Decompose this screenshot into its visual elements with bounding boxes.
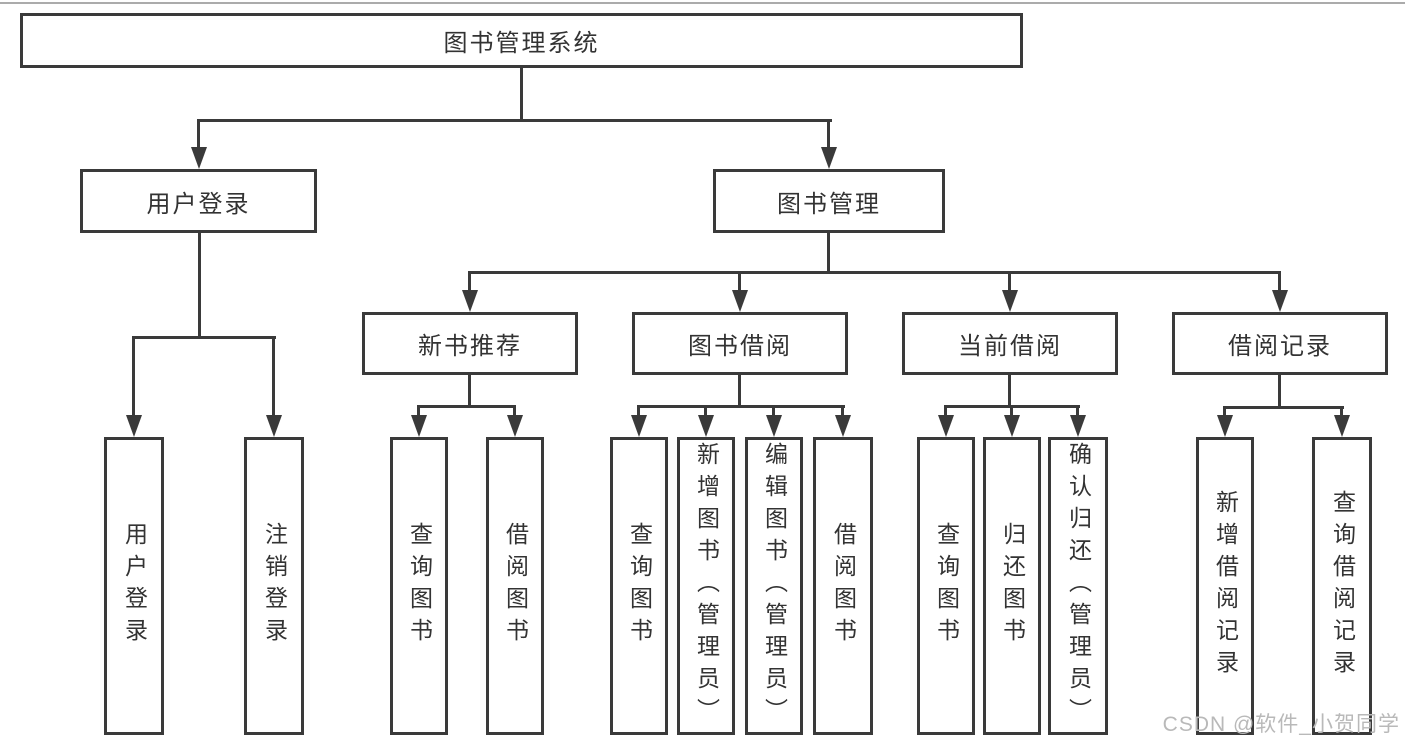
leaf-borrow-books-recommend: 借阅图书 (486, 437, 544, 735)
connector-line (637, 405, 640, 417)
arrow-down-icon (1217, 415, 1233, 437)
connector-line (637, 405, 845, 408)
arrow-down-icon (1002, 290, 1018, 312)
connector-line (1076, 405, 1079, 417)
connector-line (468, 271, 1281, 274)
node-book-management: 图书管理 (713, 169, 945, 233)
node-library-management-system: 图书管理系统 (20, 13, 1023, 68)
node-user-login: 用户登录 (80, 169, 317, 233)
connector-line (272, 336, 275, 418)
arrow-down-icon (631, 415, 647, 437)
connector-line (944, 405, 947, 417)
leaf-query-books-borrowing: 查询图书 (610, 437, 668, 735)
leaf-query-books-recommend: 查询图书 (390, 437, 448, 735)
leaf-query-borrow-record: 查询借阅记录 (1312, 437, 1372, 735)
node-borrowing-records: 借阅记录 (1172, 312, 1388, 375)
node-book-borrowing: 图书借阅 (632, 312, 848, 375)
leaf-user-login: 用户登录 (104, 437, 164, 735)
leaf-query-books-current: 查询图书 (917, 437, 975, 735)
arrow-down-icon (1004, 415, 1020, 437)
arrow-down-icon (698, 415, 714, 437)
leaf-edit-books-admin: 编辑图书（管理员） (745, 437, 803, 735)
arrow-down-icon (507, 415, 523, 437)
node-new-book-recommendation: 新书推荐 (362, 312, 578, 375)
connector-line (827, 119, 830, 151)
connector-line (468, 373, 471, 408)
connector-line (1340, 406, 1343, 417)
connector-line (197, 119, 200, 151)
connector-line (704, 405, 707, 417)
arrow-down-icon (462, 290, 478, 312)
arrow-down-icon (266, 415, 282, 437)
connector-line (1010, 405, 1013, 417)
arrow-down-icon (126, 415, 142, 437)
connector-line (1278, 271, 1281, 293)
connector-line (1278, 373, 1281, 409)
connector-line (417, 405, 516, 408)
arrow-down-icon (938, 415, 954, 437)
connector-line (841, 405, 844, 417)
arrow-down-icon (411, 415, 427, 437)
arrow-down-icon (821, 147, 837, 169)
leaf-borrow-books: 借阅图书 (813, 437, 873, 735)
connector-line (468, 271, 471, 293)
arrow-down-icon (766, 415, 782, 437)
connector-line (417, 405, 420, 417)
leaf-return-books: 归还图书 (983, 437, 1041, 735)
arrow-down-icon (1334, 415, 1350, 437)
connector-line (198, 231, 201, 338)
top-border-line (0, 2, 1405, 4)
leaf-logout: 注销登录 (244, 437, 304, 735)
connector-line (738, 271, 741, 293)
connector-line (1008, 271, 1011, 293)
arrow-down-icon (1070, 415, 1086, 437)
arrow-down-icon (732, 290, 748, 312)
connector-line (513, 405, 516, 417)
connector-line (827, 231, 830, 274)
csdn-watermark: CSDN @软件_小贺同学 (1162, 713, 1400, 736)
connector-line (738, 373, 741, 408)
connector-line (772, 405, 775, 417)
connector-line (520, 66, 523, 121)
connector-line (132, 336, 135, 418)
leaf-confirm-return-admin: 确认归还（管理员） (1048, 437, 1108, 735)
connector-line (1223, 406, 1344, 409)
leaf-add-books-admin: 新增图书（管理员） (677, 437, 735, 735)
connector-line (1008, 373, 1011, 408)
node-current-borrowing: 当前借阅 (902, 312, 1118, 375)
arrow-down-icon (835, 415, 851, 437)
leaf-add-borrow-record: 新增借阅记录 (1196, 437, 1254, 735)
arrow-down-icon (191, 147, 207, 169)
connector-line (1223, 406, 1226, 417)
arrow-down-icon (1272, 290, 1288, 312)
connector-line (132, 336, 276, 339)
connector-line (197, 119, 832, 122)
